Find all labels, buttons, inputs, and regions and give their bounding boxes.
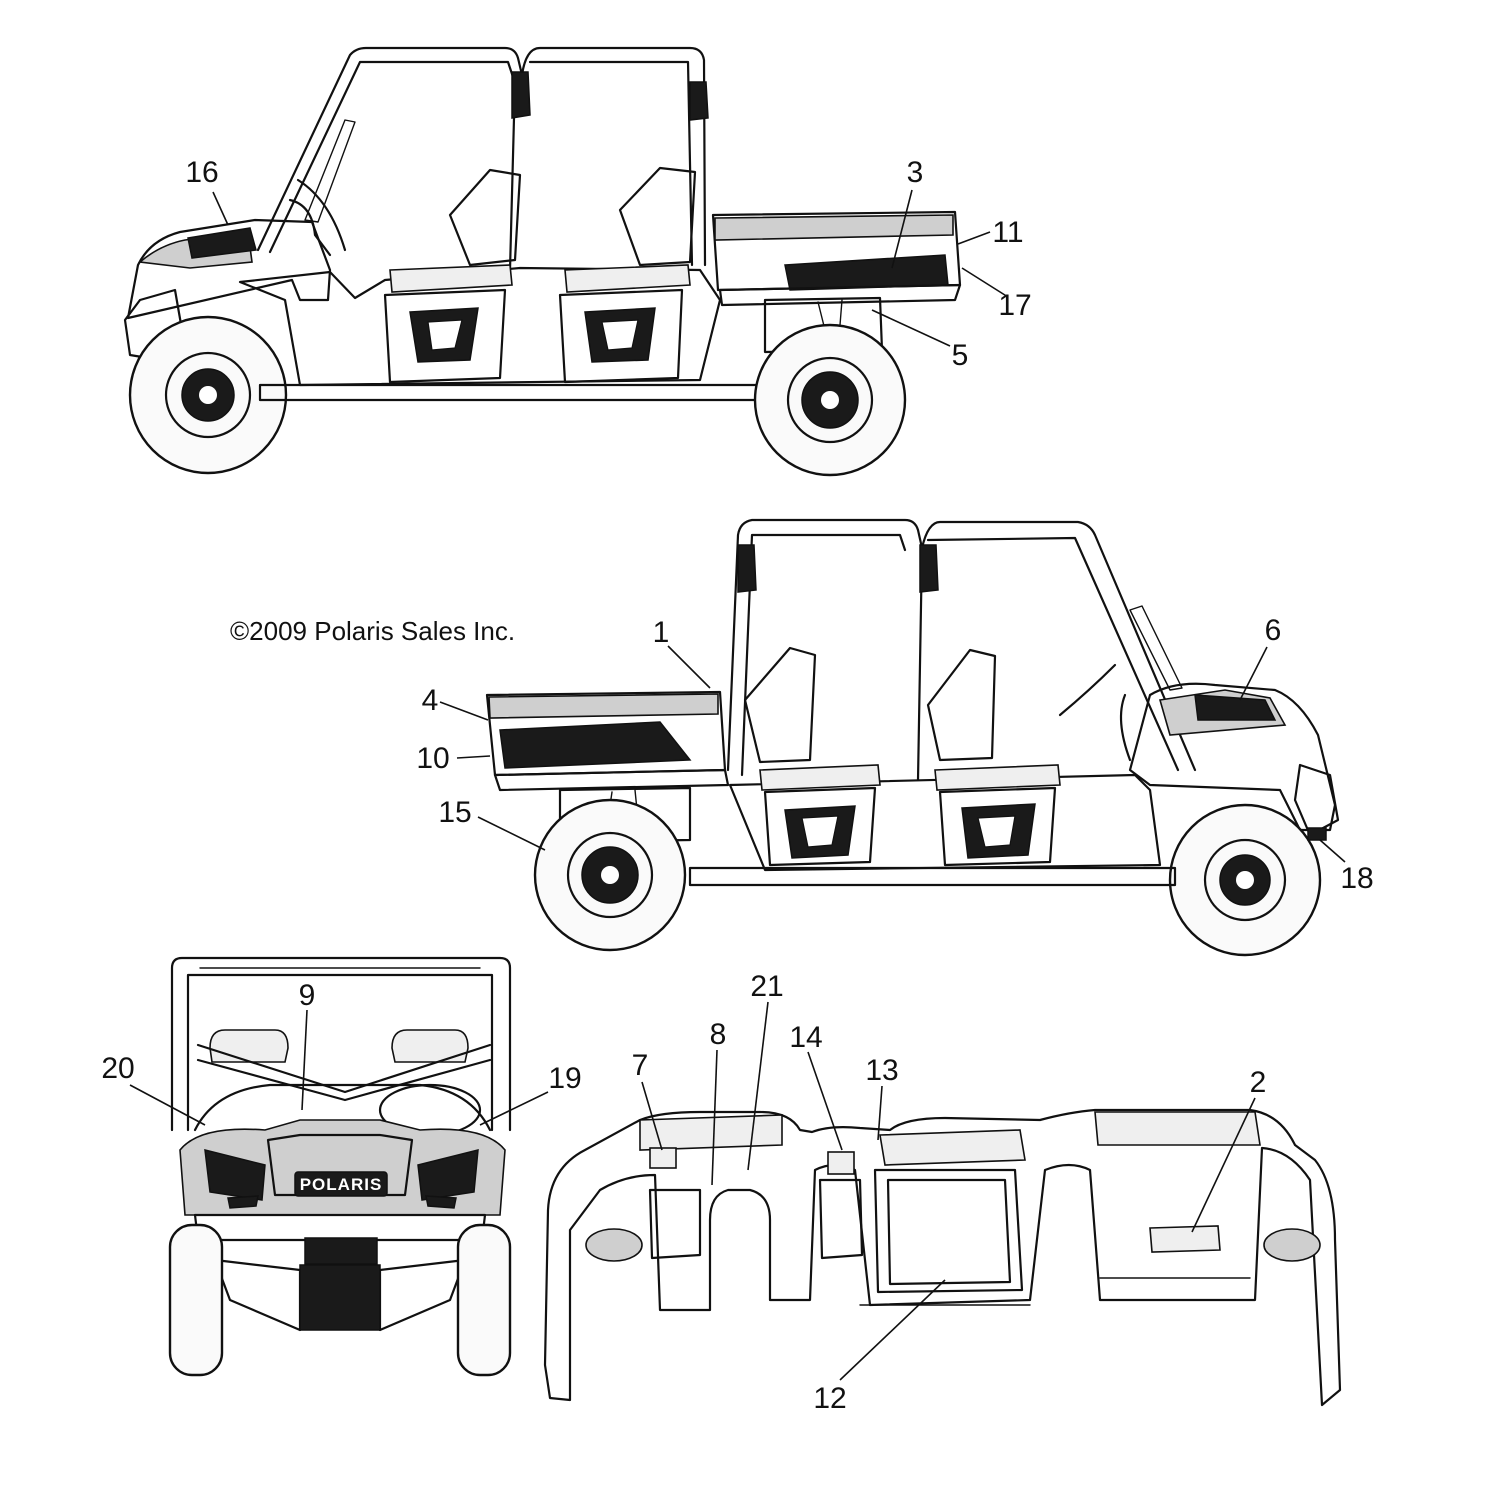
callout-17: 17 bbox=[998, 289, 1031, 322]
callout-11: 11 bbox=[992, 216, 1023, 249]
callout-5: 5 bbox=[952, 339, 969, 372]
callout-14: 14 bbox=[789, 1021, 822, 1054]
callout-10: 10 bbox=[416, 742, 449, 775]
callout-7: 7 bbox=[632, 1049, 649, 1082]
callout-9: 9 bbox=[299, 979, 316, 1012]
callout-8: 8 bbox=[710, 1018, 727, 1051]
callout-18: 18 bbox=[1340, 862, 1373, 895]
callout-4: 4 bbox=[422, 684, 439, 717]
callout-2: 2 bbox=[1250, 1066, 1267, 1099]
callout-16: 16 bbox=[185, 156, 218, 189]
side-view-left bbox=[123, 46, 962, 477]
side-view-right bbox=[485, 518, 1340, 957]
callout-21: 21 bbox=[750, 970, 783, 1003]
front-view: POLARIS bbox=[168, 956, 512, 1377]
callout-15: 15 bbox=[438, 796, 471, 829]
callout-6: 6 bbox=[1265, 614, 1282, 647]
polaris-logo: POLARIS bbox=[300, 1175, 383, 1194]
dashboard-view bbox=[543, 1108, 1342, 1407]
callout-3: 3 bbox=[907, 156, 924, 189]
front-left-tire bbox=[168, 1223, 224, 1377]
front-right-tire bbox=[456, 1223, 512, 1377]
copyright-notice: ©2009 Polaris Sales Inc. bbox=[230, 616, 515, 646]
callout-1: 1 bbox=[653, 616, 670, 649]
callout-20: 20 bbox=[101, 1052, 134, 1085]
callout-labels: 16 3 11 17 5 1 6 4 10 15 18 9 20 19 21 8… bbox=[101, 156, 1373, 1415]
leader-lines bbox=[129, 189, 1346, 1381]
callout-12: 12 bbox=[813, 1382, 846, 1415]
callout-13: 13 bbox=[865, 1054, 898, 1087]
callout-19: 19 bbox=[548, 1062, 581, 1095]
